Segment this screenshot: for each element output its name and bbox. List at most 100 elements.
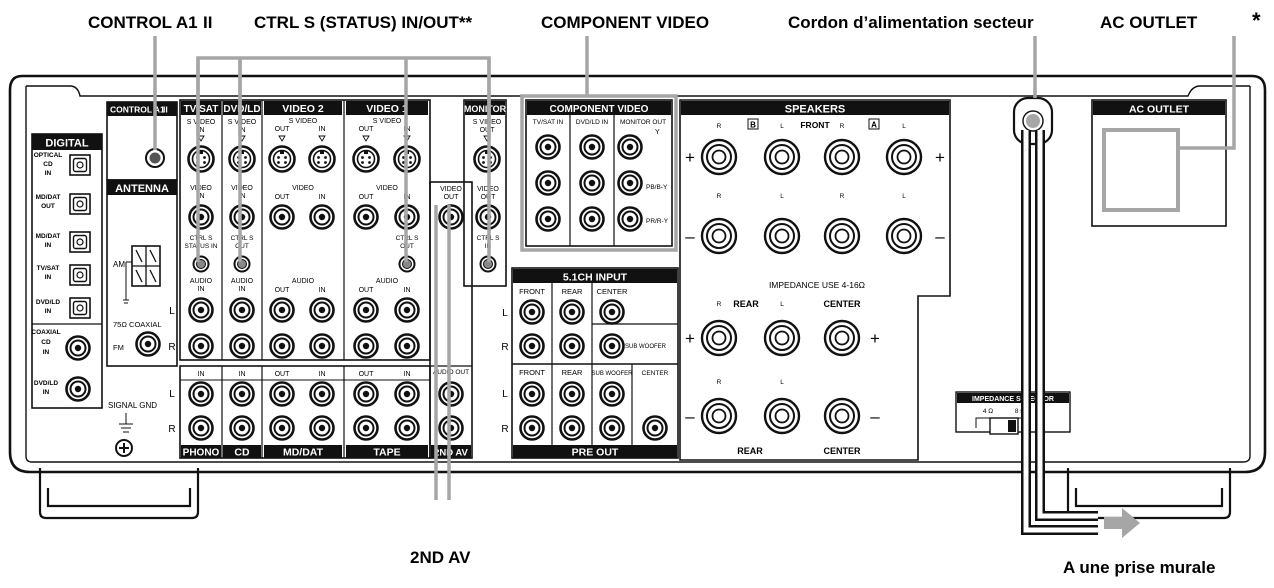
component-monitor-y-jack[interactable] bbox=[617, 134, 643, 160]
v2-audio-in-l-jack[interactable] bbox=[309, 297, 335, 323]
spk-center-plus-terminal[interactable] bbox=[823, 319, 861, 357]
optical-md-dat-out-jack[interactable] bbox=[69, 193, 91, 215]
second-av-audio-r-jack[interactable] bbox=[438, 415, 464, 441]
tvsat-audio-l-jack[interactable] bbox=[188, 297, 214, 323]
lr-labels-bottom: L R bbox=[168, 389, 175, 435]
optical-md-dat-in-jack[interactable] bbox=[69, 231, 91, 253]
phono-in-label: IN bbox=[198, 371, 205, 378]
tvsat-video-jack[interactable] bbox=[188, 204, 214, 230]
v2-svideo-out-jack[interactable] bbox=[268, 145, 296, 173]
preout-subwoofer-2-jack[interactable] bbox=[599, 415, 625, 441]
component-monitor-pr-jack[interactable] bbox=[617, 206, 643, 232]
spk-front-a-l-plus-terminal[interactable] bbox=[885, 138, 923, 176]
speakers-section: SPEAKERS B A FRONT R L R L R L R L R L R… bbox=[679, 99, 951, 461]
v2-audio-out-l-jack[interactable] bbox=[269, 297, 295, 323]
phono-l-jack[interactable] bbox=[188, 381, 214, 407]
optical-dvd-ld-jack[interactable] bbox=[69, 297, 91, 319]
tvsat-ctrls-jack[interactable] bbox=[192, 255, 210, 273]
spk-rear-l-minus-terminal[interactable] bbox=[763, 397, 801, 435]
tape-in-r-jack[interactable] bbox=[394, 415, 420, 441]
spk-rear-l-plus-terminal[interactable] bbox=[763, 319, 801, 357]
ac-outlet-socket[interactable] bbox=[1102, 128, 1180, 212]
spk-front-a-l-minus-terminal[interactable] bbox=[885, 217, 923, 255]
v1-video-label: VIDEO bbox=[376, 185, 398, 192]
dvd-audio-r-jack[interactable] bbox=[229, 333, 255, 359]
coaxial-dvd-ld-jack[interactable] bbox=[65, 376, 91, 402]
spk-front-b-r-plus-terminal[interactable] bbox=[700, 138, 738, 176]
v1-svideo-out-jack[interactable] bbox=[352, 145, 380, 173]
mddat-in-label: IN bbox=[319, 371, 326, 378]
spk-front-b-l-plus-terminal[interactable] bbox=[763, 138, 801, 176]
in51-rear-r-jack[interactable] bbox=[559, 333, 585, 359]
in51-rear-l-jack[interactable] bbox=[559, 299, 585, 325]
v2-video-in-jack[interactable] bbox=[309, 204, 335, 230]
v1-audio-out-l-jack[interactable] bbox=[353, 297, 379, 323]
mddat-in-l-jack[interactable] bbox=[309, 381, 335, 407]
second-av-audio-l-jack[interactable] bbox=[438, 381, 464, 407]
tape-in-l-jack[interactable] bbox=[394, 381, 420, 407]
preout-rear-l-jack[interactable] bbox=[559, 381, 585, 407]
optical-cd-jack[interactable] bbox=[69, 154, 91, 176]
in51-front-r-jack[interactable] bbox=[519, 333, 545, 359]
dvd-svideo-jack[interactable] bbox=[228, 145, 256, 173]
spk-front-a-r-minus-terminal[interactable] bbox=[823, 217, 861, 255]
spk-rear-r-plus-terminal[interactable] bbox=[700, 319, 738, 357]
component-tvsat-y-jack[interactable] bbox=[535, 134, 561, 160]
component-tvsat-pr-jack[interactable] bbox=[535, 206, 561, 232]
v2-audio-out-r-jack[interactable] bbox=[269, 333, 295, 359]
coaxial-cd-jack[interactable] bbox=[65, 335, 91, 361]
dvd-ctrls-jack[interactable] bbox=[233, 255, 251, 273]
component-dvd-y-jack[interactable] bbox=[579, 134, 605, 160]
in51-subwoofer-jack[interactable] bbox=[599, 333, 625, 359]
v1-audio-in-l-jack[interactable] bbox=[394, 297, 420, 323]
v2-audio-out: OUT bbox=[275, 287, 291, 294]
preout-subwoofer-1-jack[interactable] bbox=[599, 381, 625, 407]
in51-center-jack[interactable] bbox=[599, 299, 625, 325]
preout-center-jack[interactable] bbox=[642, 415, 668, 441]
label-optical-cd: CD bbox=[43, 161, 53, 168]
mddat-in-r-jack[interactable] bbox=[309, 415, 335, 441]
tape-out-l-jack[interactable] bbox=[353, 381, 379, 407]
spk-front-a-r-plus-terminal[interactable] bbox=[823, 138, 861, 176]
monitor-svideo-jack[interactable] bbox=[473, 145, 501, 173]
pre-out-title: PRE OUT bbox=[572, 447, 619, 459]
cd-l-jack[interactable] bbox=[229, 381, 255, 407]
v2-video-out-jack[interactable] bbox=[269, 204, 295, 230]
v1-audio-in-r-jack[interactable] bbox=[394, 333, 420, 359]
v2-audio-in-r-jack[interactable] bbox=[309, 333, 335, 359]
component-monitor-pb-jack[interactable] bbox=[617, 170, 643, 196]
v2-video-out: OUT bbox=[275, 194, 291, 201]
bottom-footer-labels: PHONO CD MD/DAT TAPE bbox=[181, 445, 428, 459]
mddat-out-l-jack[interactable] bbox=[269, 381, 295, 407]
phono-r-jack[interactable] bbox=[188, 415, 214, 441]
optical-tv-sat-jack[interactable] bbox=[69, 264, 91, 286]
dvd-audio-l-jack[interactable] bbox=[229, 297, 255, 323]
spk-front-b-r-minus-terminal[interactable] bbox=[700, 217, 738, 255]
speakers-front-label: FRONT bbox=[800, 120, 830, 130]
second-av-video-out-jack[interactable] bbox=[438, 204, 464, 230]
v1-video-out-jack[interactable] bbox=[353, 204, 379, 230]
speakers-badge-b: B bbox=[750, 121, 756, 130]
component-dvd-pr-jack[interactable] bbox=[579, 206, 605, 232]
spk-front-b-l-minus-terminal[interactable] bbox=[763, 217, 801, 255]
in51-front-l-jack[interactable] bbox=[519, 299, 545, 325]
component-dvd-pb-jack[interactable] bbox=[579, 170, 605, 196]
component-tvsat-pb-jack[interactable] bbox=[535, 170, 561, 196]
fm-coaxial-jack[interactable] bbox=[135, 331, 161, 357]
tvsat-audio-r-jack[interactable] bbox=[188, 333, 214, 359]
spk-center-minus-terminal[interactable] bbox=[823, 397, 861, 435]
preout-front-r-jack[interactable] bbox=[519, 415, 545, 441]
spk-rear-r-minus-terminal[interactable] bbox=[700, 397, 738, 435]
monitor-section: MONITOR S VIDEO OUT VIDEO OUT CTRL S IN bbox=[463, 99, 507, 287]
v1-audio-out-r-jack[interactable] bbox=[353, 333, 379, 359]
tape-out-r-jack[interactable] bbox=[353, 415, 379, 441]
dvd-video-jack[interactable] bbox=[229, 204, 255, 230]
preout-front-l-jack[interactable] bbox=[519, 381, 545, 407]
v2-svideo-in-jack[interactable] bbox=[308, 145, 336, 173]
spk-front-a-l: L bbox=[902, 123, 906, 130]
tvsat-svideo-jack[interactable] bbox=[187, 145, 215, 173]
callout-power-cord: Cordon d’alimentation secteur bbox=[788, 13, 1034, 32]
cd-r-jack[interactable] bbox=[229, 415, 255, 441]
preout-rear-r-jack[interactable] bbox=[559, 415, 585, 441]
mddat-out-r-jack[interactable] bbox=[269, 415, 295, 441]
